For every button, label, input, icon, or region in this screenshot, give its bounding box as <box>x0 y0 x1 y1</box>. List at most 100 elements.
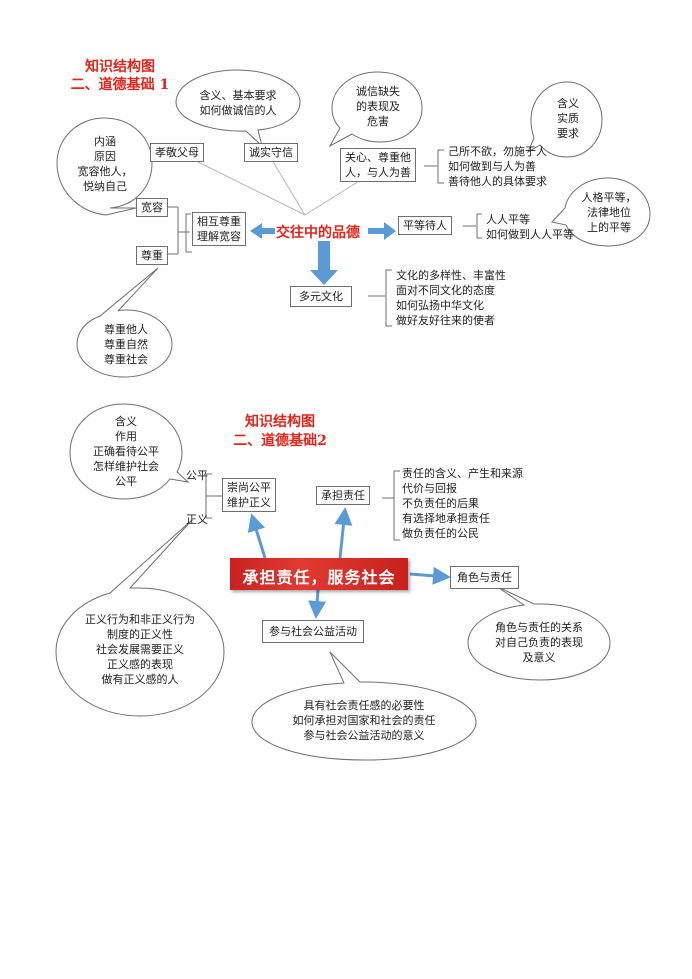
box-chengshi: 诚实守信 <box>244 143 298 162</box>
bubble-zhengyi-line: 正义感的表现 <box>107 658 173 671</box>
bubble-neihan-line: 原因 <box>94 150 116 163</box>
list-wenhua-item: 做好友好往来的使者 <box>396 314 495 327</box>
bubble-hanyi-line: 含义、基本要求 <box>199 89 277 102</box>
bubble-juese-line: 及意义 <box>522 651 556 664</box>
list-guanxin-item: 如何做到与人为善 <box>448 160 536 173</box>
bubble-juese: 角色与责任的关系 对自己负责的表现 及意义 <box>470 620 608 665</box>
label-zhengyi: 正义 <box>186 513 208 526</box>
list-zeren-item: 做负责任的公民 <box>402 527 479 540</box>
bubble-neihan: 内涵 原因 宽容他人， 悦纳自己 <box>62 134 148 194</box>
box-canyu: 参与社会公益活动 <box>262 620 364 643</box>
list-wenhua-item: 如何弘扬中华文化 <box>396 299 484 312</box>
label-gongping: 公平 <box>186 469 208 482</box>
section1-title-line2: 二、道德基础 1 <box>70 77 170 93</box>
bubble-gongping-line: 怎样维护社会 <box>93 460 159 473</box>
bubble-renge: 人格平等， 法律地位 上的平等 <box>570 190 648 235</box>
list-zeren-item: 代价与回报 <box>402 482 457 495</box>
bubble-zunzhong-line: 尊重自然 <box>104 338 148 351</box>
arrow-to-chengdan <box>334 507 353 559</box>
box-chongshang: 崇尚公平 维护正义 <box>222 478 276 512</box>
arrow-right-1 <box>368 222 396 240</box>
bubble-hanyi-line: 如何做诚信的人 <box>199 104 277 117</box>
bubble-canyu-line: 具有社会责任感的必要性 <box>303 699 425 712</box>
section2-title-line2: 二、道德基础2 <box>233 433 327 449</box>
arrow-to-canyu <box>308 589 327 619</box>
list-pingdeng-item: 人人平等 <box>486 213 530 226</box>
bubble-hanyishizhi-shape <box>526 81 603 158</box>
bubble-zunzhong-line: 尊重他人 <box>104 323 148 336</box>
bubble-gongping-line: 作用 <box>115 430 137 443</box>
bubble-hanyi: 含义、基本要求 如何做诚信的人 <box>180 88 296 118</box>
list-guanxin-item: 善待他人的具体要求 <box>448 175 547 188</box>
center-node-1: 交往中的品德 <box>276 225 360 241</box>
bubble-renge-line: 法律地位 <box>587 206 631 219</box>
box-xianghu-line: 理解宽容 <box>197 230 241 243</box>
list-zeren: 责任的含义、产生和来源 代价与回报 不负责任的后果 有选择地承担责任 做负责任的… <box>402 466 523 541</box>
bubble-zhengyi-shape <box>55 519 225 717</box>
box-juese: 角色与责任 <box>450 566 519 589</box>
bubble-renge-line: 人格平等， <box>581 191 637 204</box>
bubble-gongping-line: 含义 <box>115 415 137 428</box>
box-chongshang-line: 崇尚公平 <box>227 481 271 494</box>
bubble-zhengyi: 正义行为和非正义行为 制度的正义性 社会发展需要正义 正义感的表现 做有正义感的… <box>60 612 220 687</box>
bubble-neihan-line: 内涵 <box>94 135 116 148</box>
arrow-to-chongshang <box>247 513 267 559</box>
box-guanxin: 关心、尊重他 人，与人为善 <box>340 148 416 182</box>
list-wenhua-item: 面对不同文化的态度 <box>396 284 495 297</box>
center-node-2-label: 承担责任，服务社会 <box>242 568 396 587</box>
bubble-renge-shape <box>551 177 651 247</box>
bubble-zhengyi-line: 正义行为和非正义行为 <box>85 613 195 626</box>
bubble-hanyishizhi-line: 要求 <box>557 127 579 140</box>
bubble-gongping-shape <box>69 403 190 500</box>
box-chongshang-line: 维护正义 <box>227 496 271 509</box>
bubble-chengxin-line: 危害 <box>367 115 389 128</box>
bubble-chengxin-line: 的表现及 <box>356 100 400 113</box>
bubble-canyu-line: 参与社会公益活动的意义 <box>303 729 425 742</box>
box-guanxin-line: 关心、尊重他 <box>345 151 411 164</box>
list-wenhua: 文化的多样性、丰富性 面对不同文化的态度 如何弘扬中华文化 做好友好往来的使者 <box>396 268 506 328</box>
list-zeren-item: 责任的含义、产生和来源 <box>402 467 523 480</box>
list-zeren-item: 有选择地承担责任 <box>402 512 490 525</box>
arrow-left-1 <box>250 223 275 239</box>
section2-title-line1: 知识结构图 <box>245 414 315 430</box>
bubble-chengxin: 诚信缺失 的表现及 危害 <box>338 84 418 129</box>
bubble-chengxin-line: 诚信缺失 <box>356 85 400 98</box>
bubble-gongping: 含义 作用 正确看待公平 怎样维护社会 公平 <box>76 414 176 489</box>
list-pingdeng: 人人平等 如何做到人人平等 <box>486 212 574 242</box>
bubble-zunzhong-shape <box>76 267 173 378</box>
bubble-hanyi-shape <box>175 69 301 148</box>
bubble-juese-line: 角色与责任的关系 <box>495 621 583 634</box>
bubble-hanyishizhi-line: 实质 <box>557 112 579 125</box>
bubble-neihan-line: 悦纳自己 <box>83 180 127 193</box>
arrow-down-1 <box>310 241 338 285</box>
bubble-zhengyi-line: 做有正义感的人 <box>101 673 179 686</box>
bubble-zhengyi-line: 制度的正义性 <box>107 628 173 641</box>
bubble-zunzhong: 尊重他人 尊重自然 尊重社会 <box>82 322 170 367</box>
list-pingdeng-item: 如何做到人人平等 <box>486 228 574 241</box>
bubble-gongping-line: 正确看待公平 <box>93 445 159 458</box>
list-guanxin: 己所不欲，勿施于人 如何做到与人为善 善待他人的具体要求 <box>448 144 547 189</box>
bubble-juese-shape <box>467 585 611 681</box>
bubble-hanyishizhi-line: 含义 <box>557 97 579 110</box>
arrow-to-juese <box>409 566 451 585</box>
list-wenhua-item: 文化的多样性、丰富性 <box>396 269 506 282</box>
section1-title-line1: 知识结构图 <box>85 59 155 75</box>
bubble-juese-line: 对自己负责的表现 <box>495 636 583 649</box>
box-xiaojing: 孝敬父母 <box>150 143 204 162</box>
box-xianghu: 相互尊重 理解宽容 <box>192 212 246 246</box>
list-guanxin-item: 己所不欲，勿施于人 <box>448 145 547 158</box>
bubble-canyu: 具有社会责任感的必要性 如何承担对国家和社会的责任 参与社会公益活动的意义 <box>262 698 466 743</box>
bubble-neihan-line: 宽容他人， <box>77 165 133 178</box>
bubble-renge-line: 上的平等 <box>587 221 631 234</box>
bubble-canyu-shape <box>251 651 477 761</box>
bubble-canyu-line: 如何承担对国家和社会的责任 <box>292 714 436 727</box>
center-node-2: 承担责任，服务社会 <box>230 558 408 590</box>
box-chengdan: 承担责任 <box>316 486 370 505</box>
bubble-zunzhong-line: 尊重社会 <box>104 353 148 366</box>
bubble-hanyi-shizhi: 含义 实质 要求 <box>540 96 596 141</box>
box-duoyuan: 多元文化 <box>290 286 352 307</box>
bubble-zhengyi-line: 社会发展需要正义 <box>96 643 184 656</box>
bubble-chengxin-shape <box>328 71 423 148</box>
box-guanxin-line: 人，与人为善 <box>345 166 411 179</box>
